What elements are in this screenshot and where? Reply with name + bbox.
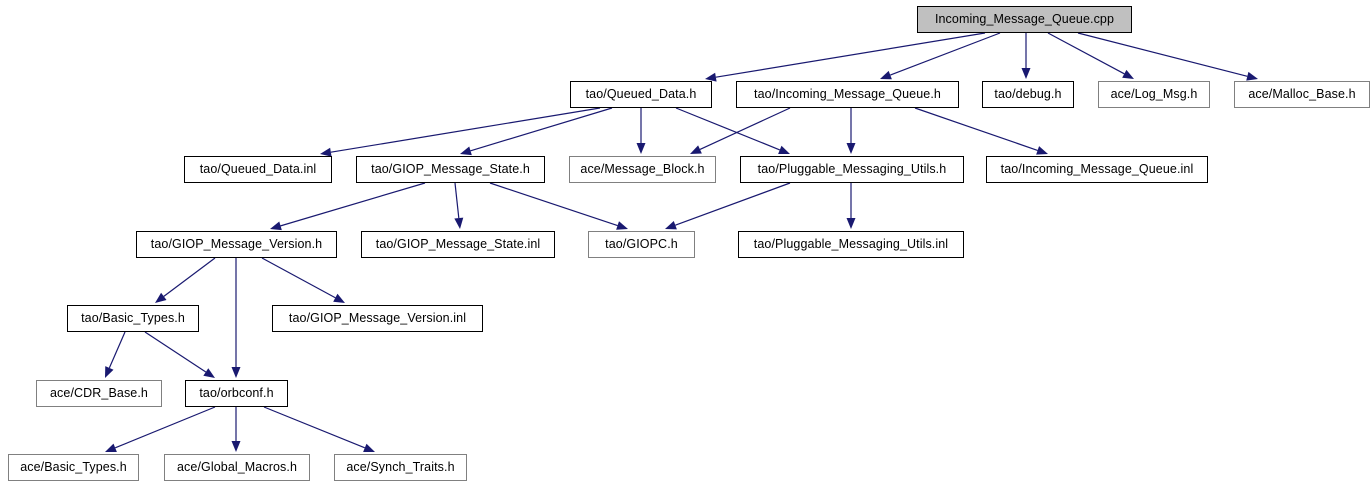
graph-edge-basic_types_h_tao-to-orbconf_h [144, 331, 215, 378]
graph-node-giop_message_state_h[interactable]: tao/GIOP_Message_State.h [356, 156, 545, 183]
graph-node-cdr_base_h[interactable]: ace/CDR_Base.h [36, 380, 162, 407]
graph-node-basic_types_h_ace[interactable]: ace/Basic_Types.h [8, 454, 139, 481]
graph-node-giop_message_state_inl[interactable]: tao/GIOP_Message_State.inl [361, 231, 555, 258]
graph-node-giopc_h[interactable]: tao/GIOPC.h [588, 231, 695, 258]
graph-edge-arrowhead [1021, 68, 1031, 79]
graph-node-label: tao/Incoming_Message_Queue.h [754, 87, 941, 102]
graph-node-malloc_base_h[interactable]: ace/Malloc_Base.h [1234, 81, 1370, 108]
graph-node-label: ace/Message_Block.h [580, 162, 705, 177]
graph-edge-arrowhead [665, 220, 677, 230]
graph-node-label: tao/GIOPC.h [605, 237, 678, 252]
graph-node-label: ace/CDR_Base.h [50, 386, 148, 401]
graph-node-incoming_message_queue_cpp[interactable]: Incoming_Message_Queue.cpp [917, 6, 1132, 33]
graph-node-label: tao/GIOP_Message_State.inl [375, 237, 541, 252]
graph-edge-arrowhead [454, 217, 464, 229]
graph-edge-arrowhead [880, 70, 892, 80]
graph-edge-arrowhead [105, 443, 117, 452]
graph-node-incoming_message_queue_inl[interactable]: tao/Incoming_Message_Queue.inl [986, 156, 1208, 183]
graph-edge-arrowhead [363, 443, 375, 453]
graph-node-basic_types_h_tao[interactable]: tao/Basic_Types.h [67, 305, 199, 332]
graph-edge-queued_data_h-to-pluggable_messaging_utils_h [675, 107, 790, 155]
graph-edge-arrowhead [155, 292, 167, 303]
graph-edge-queued_data_h-to-giop_message_state_h [460, 107, 613, 156]
graph-node-label: tao/Queued_Data.h [585, 87, 697, 102]
graph-edge-arrowhead [636, 143, 646, 154]
graph-edge-arrowhead [1246, 71, 1258, 81]
graph-node-label: tao/GIOP_Message_State.h [371, 162, 530, 177]
graph-node-label: tao/Pluggable_Messaging_Utils.h [757, 162, 947, 177]
graph-edge-giop_message_version_h-to-giop_message_version_inl [261, 257, 345, 303]
graph-edge-incoming_message_queue_cpp-to-debug_h [1021, 33, 1031, 79]
graph-edge-arrowhead [270, 221, 282, 231]
graph-edge-incoming_message_queue_cpp-to-incoming_message_queue_h [880, 32, 1001, 80]
graph-edge-incoming_message_queue_cpp-to-queued_data_h [705, 32, 986, 82]
graph-edge-arrowhead [846, 143, 856, 154]
graph-node-label: tao/debug.h [994, 87, 1062, 102]
graph-edge-arrowhead [690, 145, 702, 154]
graph-edge-giop_message_version_h-to-basic_types_h_tao [155, 257, 216, 303]
graph-edge-arrowhead [460, 146, 472, 156]
graph-node-label: ace/Malloc_Base.h [1248, 87, 1356, 102]
graph-edge-incoming_message_queue_h-to-message_block_h [690, 107, 791, 154]
graph-node-pluggable_messaging_utils_h[interactable]: tao/Pluggable_Messaging_Utils.h [740, 156, 964, 183]
graph-edge-arrowhead [231, 367, 241, 378]
graph-node-label: tao/Basic_Types.h [81, 311, 185, 326]
graph-node-giop_message_version_h[interactable]: tao/GIOP_Message_Version.h [136, 231, 337, 258]
graph-node-label: ace/Basic_Types.h [20, 460, 127, 475]
graph-edge-incoming_message_queue_h-to-incoming_message_queue_inl [914, 107, 1048, 155]
graph-node-debug_h[interactable]: tao/debug.h [982, 81, 1074, 108]
graph-edge-giop_message_version_h-to-orbconf_h [231, 258, 241, 378]
graph-node-giop_message_version_inl[interactable]: tao/GIOP_Message_Version.inl [272, 305, 483, 332]
graph-node-label: ace/Log_Msg.h [1110, 87, 1198, 102]
graph-edge-orbconf_h-to-synch_traits_h [263, 406, 375, 453]
graph-edge-queued_data_h-to-message_block_h [636, 108, 646, 154]
graph-edge-arrowhead [1122, 69, 1134, 79]
graph-edge-giop_message_state_h-to-giopc_h [489, 182, 628, 230]
graph-edge-arrowhead [778, 145, 790, 155]
graph-node-log_msg_h[interactable]: ace/Log_Msg.h [1098, 81, 1210, 108]
graph-node-label: Incoming_Message_Queue.cpp [934, 12, 1115, 27]
graph-edge-incoming_message_queue_cpp-to-log_msg_h [1047, 32, 1134, 79]
graph-edge-incoming_message_queue_h-to-pluggable_messaging_utils_h [846, 108, 856, 154]
graph-node-label: tao/orbconf.h [199, 386, 274, 401]
graph-edge-arrowhead [231, 441, 241, 452]
graph-node-synch_traits_h[interactable]: ace/Synch_Traits.h [334, 454, 467, 481]
graph-edge-arrowhead [616, 221, 628, 230]
graph-node-queued_data_h[interactable]: tao/Queued_Data.h [570, 81, 712, 108]
graph-node-orbconf_h[interactable]: tao/orbconf.h [185, 380, 288, 407]
graph-edge-orbconf_h-to-global_macros_h [231, 407, 241, 452]
graph-node-label: tao/Incoming_Message_Queue.inl [1000, 162, 1194, 177]
graph-node-global_macros_h[interactable]: ace/Global_Macros.h [164, 454, 310, 481]
graph-edge-pluggable_messaging_utils_h-to-pluggable_messaging_utils_inl [846, 183, 856, 229]
graph-edge-orbconf_h-to-basic_types_h_ace [105, 406, 216, 452]
graph-edge-basic_types_h_tao-to-cdr_base_h [105, 331, 126, 378]
graph-edge-giop_message_state_h-to-giop_message_state_inl [454, 182, 464, 229]
graph-edge-arrowhead [1036, 146, 1048, 155]
graph-node-label: tao/GIOP_Message_Version.inl [288, 311, 467, 326]
graph-node-message_block_h[interactable]: ace/Message_Block.h [569, 156, 716, 183]
graph-node-label: tao/Pluggable_Messaging_Utils.inl [753, 237, 949, 252]
graph-node-queued_data_inl[interactable]: tao/Queued_Data.inl [184, 156, 332, 183]
graph-node-pluggable_messaging_utils_inl[interactable]: tao/Pluggable_Messaging_Utils.inl [738, 231, 964, 258]
graph-node-incoming_message_queue_h[interactable]: tao/Incoming_Message_Queue.h [736, 81, 959, 108]
graph-edge-incoming_message_queue_cpp-to-malloc_base_h [1077, 32, 1258, 81]
graph-edge-queued_data_h-to-queued_data_inl [320, 107, 601, 157]
graph-node-label: ace/Global_Macros.h [176, 460, 297, 475]
graph-edge-arrowhead [203, 368, 215, 378]
graph-edge-pluggable_messaging_utils_h-to-giopc_h [665, 182, 791, 230]
graph-edge-arrowhead [105, 366, 114, 378]
graph-node-label: ace/Synch_Traits.h [346, 460, 455, 475]
graph-edge-giop_message_state_h-to-giop_message_version_h [270, 182, 426, 231]
graph-node-label: tao/Queued_Data.inl [199, 162, 317, 177]
graph-edge-arrowhead [846, 218, 856, 229]
graph-edge-arrowhead [333, 293, 345, 303]
graph-node-label: tao/GIOP_Message_Version.h [150, 237, 323, 252]
